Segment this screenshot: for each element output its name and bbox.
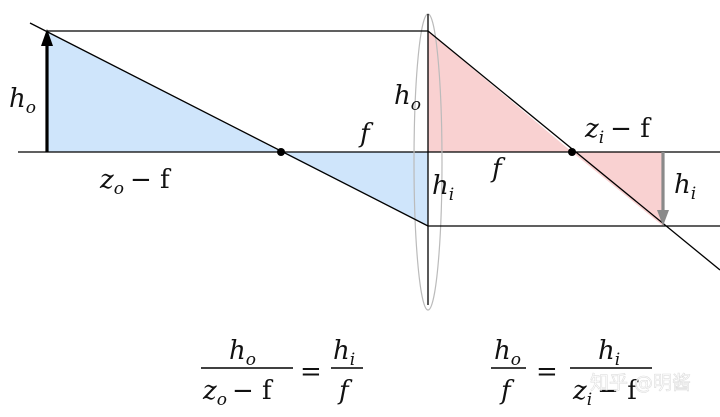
eq-right-numerator: ho [494, 336, 521, 370]
eq-right-rhs-denominator: zi− f [572, 376, 639, 410]
focal-point-right [568, 148, 576, 156]
label-lens-image-height: hi [432, 171, 454, 205]
watermark-text: 知乎 @明酱 [590, 372, 691, 394]
eq-left-rhs-numerator: hi [333, 336, 355, 370]
label-image-distance: zi− f [584, 114, 652, 148]
image-arrowhead [657, 210, 669, 226]
label-focal-left: f [358, 119, 374, 149]
eq-left-denominator: zo− f [202, 376, 274, 410]
equation-left: ho zo− f = hi f [201, 336, 363, 410]
eq-left-equals: = [300, 357, 322, 387]
eq-left-rhs-denominator: f [337, 376, 353, 406]
label-lens-object-height: ho [394, 81, 421, 115]
focal-point-left [277, 148, 285, 156]
eq-right-rhs-numerator: hi [598, 336, 620, 370]
eq-right-equals: = [536, 357, 558, 387]
focal-ray-object [29, 22, 429, 227]
image-side-lower-triangle [572, 152, 663, 226]
eq-right-denominator: f [499, 376, 515, 406]
label-object-distance: zo− f [99, 165, 172, 199]
label-focal-right: f [490, 154, 506, 184]
object-arrowhead [41, 29, 53, 46]
label-object-height: ho [9, 84, 36, 118]
eq-left-numerator: ho [229, 336, 256, 370]
label-image-height: hi [674, 170, 696, 204]
